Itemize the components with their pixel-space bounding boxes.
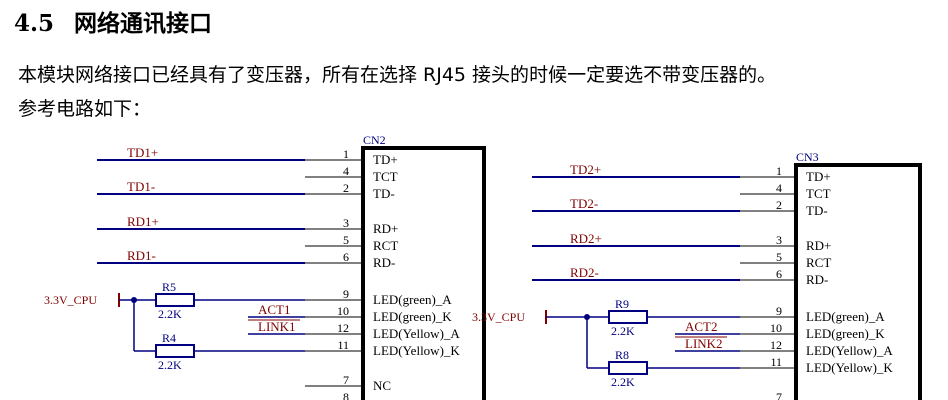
pin-name: RD+: [373, 221, 398, 236]
pin-name: LED(Yellow)_K: [373, 343, 460, 358]
pin-number: 1: [343, 147, 349, 161]
net-label: LINK2: [685, 336, 723, 351]
supply-label: 3.3V_CPU: [472, 310, 525, 324]
connector-ref: CN2: [363, 133, 386, 147]
section-title: 网络通讯接口: [74, 10, 213, 37]
resistor: [608, 310, 648, 324]
section-number: 4.5: [14, 10, 55, 37]
pin-number: 3: [343, 216, 349, 230]
resistor-ref: R8: [615, 348, 629, 362]
connector-body: [361, 146, 486, 400]
pin-name: RCT: [373, 238, 398, 253]
pin-number: 3: [776, 233, 782, 247]
pin-name: TD+: [806, 169, 831, 184]
pin-number: 4: [776, 181, 782, 195]
net-label: RD2-: [570, 265, 599, 280]
pin-name: LED(green)_A: [373, 292, 452, 307]
pin-number: 11: [337, 338, 349, 352]
resistor-ref: R4: [162, 331, 176, 345]
pin-name: TD-: [806, 203, 828, 218]
pin-name: RD-: [806, 272, 828, 287]
paragraph-line-1: 本模块网络接口已经具有了变压器，所有在选择 RJ45 接头的时候一定要选不带变压…: [18, 64, 777, 86]
net-label: TD2+: [570, 162, 601, 177]
pin-number: 6: [343, 250, 349, 264]
resistor-value: 2.2K: [158, 358, 182, 372]
pin-name: TD-: [373, 186, 395, 201]
pin-number: 1: [776, 164, 782, 178]
pin-name: LED(green)_K: [373, 309, 452, 324]
pin-number: 11: [770, 355, 782, 369]
pin-name: RCT: [806, 255, 831, 270]
pin-number: 4: [343, 164, 349, 178]
pin-number: 12: [770, 338, 782, 352]
pin-name: RD+: [806, 238, 831, 253]
resistor-value: 2.2K: [158, 307, 182, 321]
net-label: RD1+: [127, 214, 159, 229]
resistor-value: 2.2K: [611, 375, 635, 389]
supply-label: 3.3V_CPU: [44, 293, 97, 307]
pin-name: LED(Yellow)_K: [806, 360, 893, 375]
resistor: [155, 293, 195, 307]
pin-name: NC: [373, 378, 391, 393]
connector-ref: CN3: [796, 150, 819, 164]
resistor: [608, 361, 648, 375]
resistor-value: 2.2K: [611, 324, 635, 338]
pin-number: 10: [337, 304, 349, 318]
pin-name: LED(Yellow)_A: [806, 343, 893, 358]
pin-number: 12: [337, 321, 349, 335]
net-label: RD2+: [570, 231, 602, 246]
pin-name: TCT: [806, 186, 831, 201]
pin-name: TD+: [373, 152, 398, 167]
pin-name: RD-: [373, 255, 395, 270]
pin-name: LED(green)_K: [806, 326, 885, 341]
section-heading: 4.5 网络通讯接口: [14, 4, 212, 38]
pin-number: 8: [343, 390, 349, 400]
pin-number: 2: [776, 198, 782, 212]
resistor-ref: R9: [615, 297, 629, 311]
resistor-ref: R5: [162, 280, 176, 294]
pin-number: 5: [776, 250, 782, 264]
pin-number: 9: [776, 304, 782, 318]
pin-number: 6: [776, 267, 782, 281]
pin-number: 2: [343, 181, 349, 195]
connector-body: [794, 163, 922, 400]
net-label: ACT1: [258, 302, 291, 317]
pin-name: LED(Yellow)_A: [373, 326, 460, 341]
pin-number: 7: [343, 373, 349, 387]
net-label: LINK1: [258, 319, 296, 334]
paragraph-line-2: 参考电路如下：: [18, 98, 152, 120]
net-label: TD1+: [127, 145, 158, 160]
net-label: TD2-: [570, 196, 598, 211]
net-label: RD1-: [127, 248, 156, 263]
net-label: ACT2: [685, 319, 718, 334]
pin-name: LED(green)_A: [806, 309, 885, 324]
pin-number: 7: [776, 390, 782, 400]
pin-name: TCT: [373, 169, 398, 184]
pin-number: 5: [343, 233, 349, 247]
pin-number: 9: [343, 287, 349, 301]
resistor: [155, 344, 195, 358]
net-label: TD1-: [127, 179, 155, 194]
pin-number: 10: [770, 321, 782, 335]
